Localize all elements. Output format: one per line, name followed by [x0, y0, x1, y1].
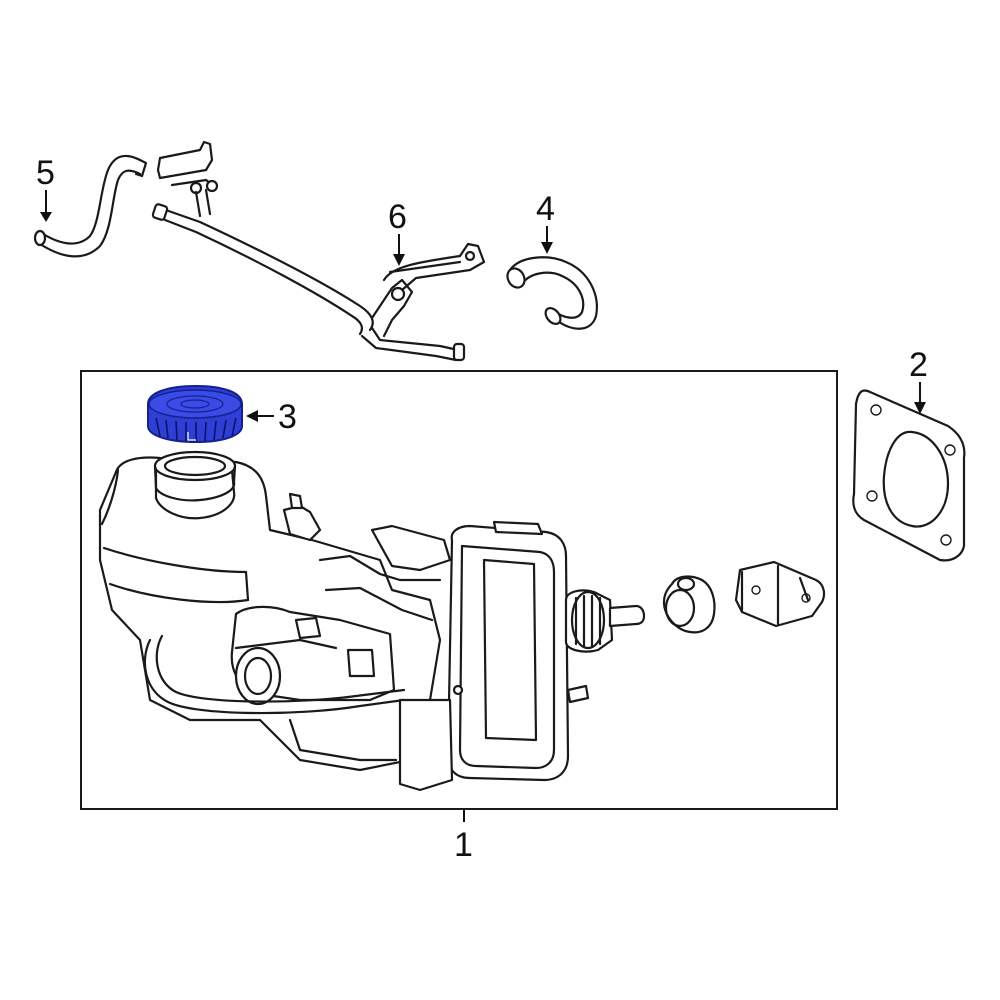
callout-4: 4	[536, 190, 555, 228]
callout-1: 1	[454, 826, 473, 864]
reservoir-cap-part[interactable]	[147, 384, 243, 444]
booster-assembly-part[interactable]	[98, 450, 646, 792]
gasket-part[interactable]	[852, 389, 966, 562]
hose-left-part[interactable]	[33, 154, 148, 258]
clevis-part[interactable]	[734, 560, 826, 628]
hose-right-part[interactable]	[504, 256, 598, 330]
vacuum-line-part[interactable]	[151, 140, 486, 362]
bushing-part[interactable]	[662, 575, 716, 634]
callout-6: 6	[388, 198, 407, 236]
assembly-frame	[80, 370, 838, 810]
callout-2: 2	[909, 346, 928, 384]
callout-3: 3	[278, 398, 297, 436]
callout-5: 5	[36, 154, 55, 192]
